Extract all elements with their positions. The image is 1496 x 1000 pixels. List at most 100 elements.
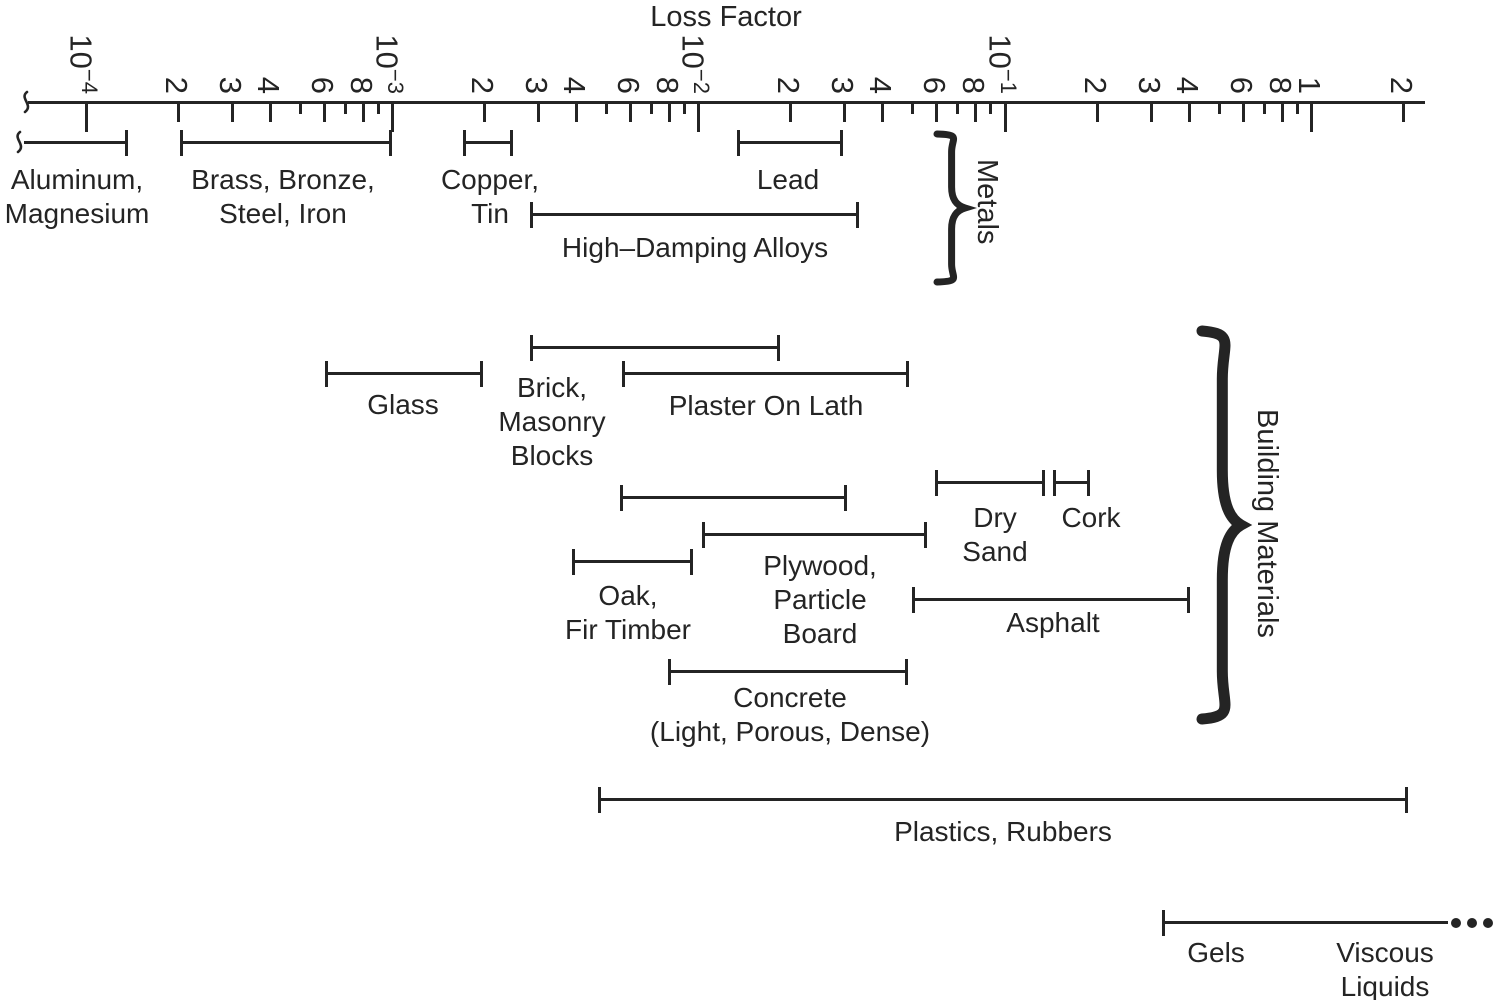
tick-label: 3	[825, 76, 860, 94]
tick-label: 3	[213, 76, 248, 94]
label-line: Plaster On Lath	[668, 390, 864, 421]
continuation-dot	[1483, 918, 1493, 928]
range-bar-concrete	[668, 659, 908, 685]
label-concrete: Concrete(Light, Porous, Dense)	[650, 681, 930, 749]
range-bar-brick-masonry-blocks	[530, 335, 780, 361]
tick-label: 8	[956, 76, 991, 94]
tick-label: 1	[1292, 76, 1327, 94]
range-bar-plaster-on-lath	[622, 361, 909, 387]
decade-tick	[1004, 102, 1007, 132]
minor-tick	[344, 102, 347, 114]
range-line	[702, 533, 927, 536]
range-cap-left	[620, 485, 623, 511]
tick-label-exponent: −1	[996, 68, 1021, 94]
tick-label: 6	[611, 76, 646, 94]
major-tick	[483, 102, 486, 122]
minor-tick	[1296, 102, 1299, 114]
range-line	[598, 798, 1408, 801]
range-cap-right	[510, 130, 513, 156]
tick-label: 2	[1384, 76, 1419, 94]
range-line	[737, 141, 843, 144]
label-line: Cork	[1061, 502, 1121, 533]
label-line: Magnesium	[4, 198, 150, 230]
tick-label: 4	[557, 76, 592, 94]
major-tick	[1242, 102, 1245, 122]
label-line: Viscous	[1336, 937, 1434, 968]
label-line: Sand	[962, 536, 1028, 568]
range-cap-left	[935, 470, 938, 496]
range-bar-cork	[1053, 470, 1090, 496]
label-line: Liquids	[1340, 971, 1430, 1000]
range-line	[912, 598, 1190, 601]
range-cap-left	[572, 549, 575, 575]
tick-label: 10−4	[63, 34, 102, 94]
label-line: Asphalt	[1006, 607, 1100, 638]
label-line: Plywood,	[763, 550, 877, 581]
label-line: Plastics, Rubbers	[894, 816, 1112, 847]
range-bar-dry-sand	[935, 470, 1045, 496]
major-tick	[1281, 102, 1284, 122]
major-tick	[537, 102, 540, 122]
major-tick	[575, 102, 578, 122]
range-cap-right	[924, 522, 927, 548]
range-line	[24, 141, 128, 144]
axis-break-icon	[23, 90, 30, 114]
continuation-dot	[1467, 918, 1477, 928]
x-axis-line	[28, 101, 1425, 104]
label-line: High–Damping Alloys	[561, 232, 829, 263]
tick-label: 8	[650, 76, 685, 94]
range-cap-left	[912, 587, 915, 613]
major-tick	[789, 102, 792, 122]
range-bar-plywood-particle-board	[702, 522, 927, 548]
minor-tick	[650, 102, 653, 114]
continuation-dot	[1451, 918, 1461, 928]
range-cap-left	[1053, 470, 1056, 496]
tick-label: 2	[159, 76, 194, 94]
range-cap-left	[530, 202, 533, 228]
range-cap-right	[1187, 587, 1190, 613]
decade-tick	[391, 102, 394, 132]
range-cap-right	[1087, 470, 1090, 496]
range-bar-high-damping-alloys	[530, 202, 859, 228]
range-cap-right	[125, 130, 128, 156]
label-cork: Cork	[1061, 501, 1120, 535]
decade-tick	[697, 102, 700, 132]
label-line: Blocks	[510, 440, 594, 472]
major-tick	[974, 102, 977, 122]
label-line: Tin	[471, 198, 509, 230]
tick-label: 6	[917, 76, 952, 94]
label-line: Lead	[756, 164, 820, 195]
tick-label: 4	[1170, 76, 1205, 94]
range-bar-brass-bronze-steel-iron	[180, 130, 392, 156]
range-line	[622, 372, 909, 375]
range-cap-right	[690, 549, 693, 575]
group-label-building-materials: Building Materials	[1251, 409, 1283, 638]
range-cap-right	[1405, 787, 1408, 813]
range-cap-right	[844, 485, 847, 511]
minor-tick	[605, 102, 608, 114]
label-gels: Gels	[1187, 936, 1245, 970]
range-bar-plastics-rubbers	[598, 787, 1408, 813]
minor-tick	[377, 102, 380, 114]
range-line	[463, 141, 513, 144]
label-high-damping-alloys: High–Damping Alloys	[562, 231, 828, 265]
bar-break-icon	[16, 130, 23, 154]
tick-label: 6	[305, 76, 340, 94]
major-tick	[177, 102, 180, 122]
range-cap-left	[598, 787, 601, 813]
building-materials-brace	[1196, 325, 1253, 725]
minor-tick	[911, 102, 914, 114]
label-oak-fir-timber: Oak,Fir Timber	[565, 579, 691, 647]
range-line	[572, 560, 693, 563]
label-line: Gels	[1187, 937, 1245, 968]
label-asphalt: Asphalt	[1006, 606, 1099, 640]
range-cap-left	[702, 522, 705, 548]
label-line: Particle	[773, 584, 867, 616]
label-line: Masonry	[498, 406, 606, 438]
label-line: Glass	[367, 389, 439, 420]
tick-label: 8	[344, 76, 379, 94]
major-tick	[881, 102, 884, 122]
